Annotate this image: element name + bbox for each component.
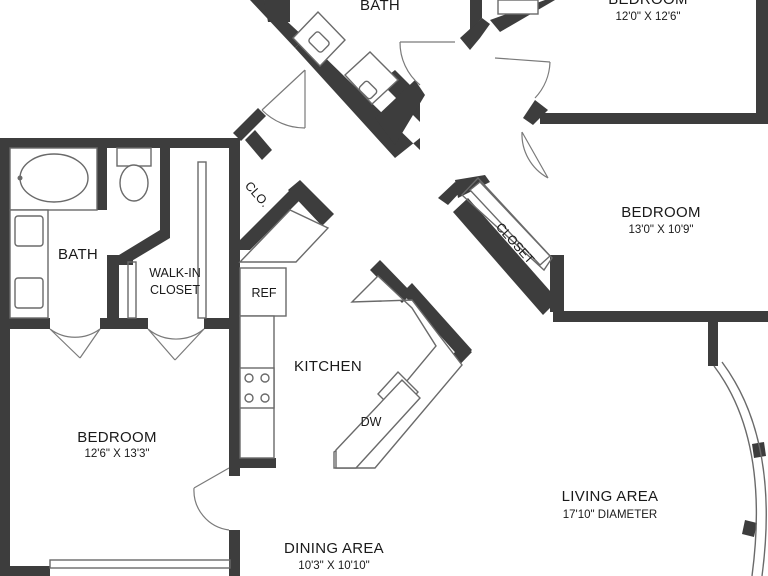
bath-left-label: BATH bbox=[58, 246, 98, 263]
living-window-arc bbox=[713, 365, 758, 576]
dw-label: DW bbox=[361, 415, 382, 429]
living-area-label: LIVING AREA bbox=[562, 488, 659, 505]
kitchen-fixtures bbox=[238, 209, 463, 469]
left-bath-fixtures bbox=[9, 147, 207, 319]
dining-area-label: DINING AREA bbox=[284, 540, 384, 557]
bedroom-top-label: BEDROOM bbox=[608, 0, 688, 8]
bedroom-right-label: BEDROOM bbox=[621, 204, 701, 221]
top-bath-fixtures bbox=[292, 0, 539, 105]
labels: BATH BEDROOM 12'0" X 12'6" BEDROOM 13'0"… bbox=[58, 0, 701, 572]
clo-label: CLO. bbox=[242, 179, 272, 210]
living-area-dims: 17'10" DIAMETER bbox=[563, 509, 657, 521]
walkin-closet-line2: CLOSET bbox=[150, 283, 200, 297]
ref-label: REF bbox=[252, 286, 277, 300]
kitchen-label: KITCHEN bbox=[294, 358, 362, 375]
dining-area-dims: 10'3" X 10'10" bbox=[298, 560, 369, 572]
walkin-closet-line1: WALK-IN bbox=[149, 266, 201, 280]
bedroom-right-dims: 13'0" X 10'9" bbox=[629, 224, 694, 236]
bath-top-label: BATH bbox=[360, 0, 400, 14]
bedroom-left-dims: 12'6" X 13'3" bbox=[85, 448, 150, 460]
bedroom-top-dims: 12'0" X 12'6" bbox=[616, 11, 681, 23]
bedroom-left-label: BEDROOM bbox=[77, 429, 157, 446]
doors bbox=[49, 41, 551, 569]
